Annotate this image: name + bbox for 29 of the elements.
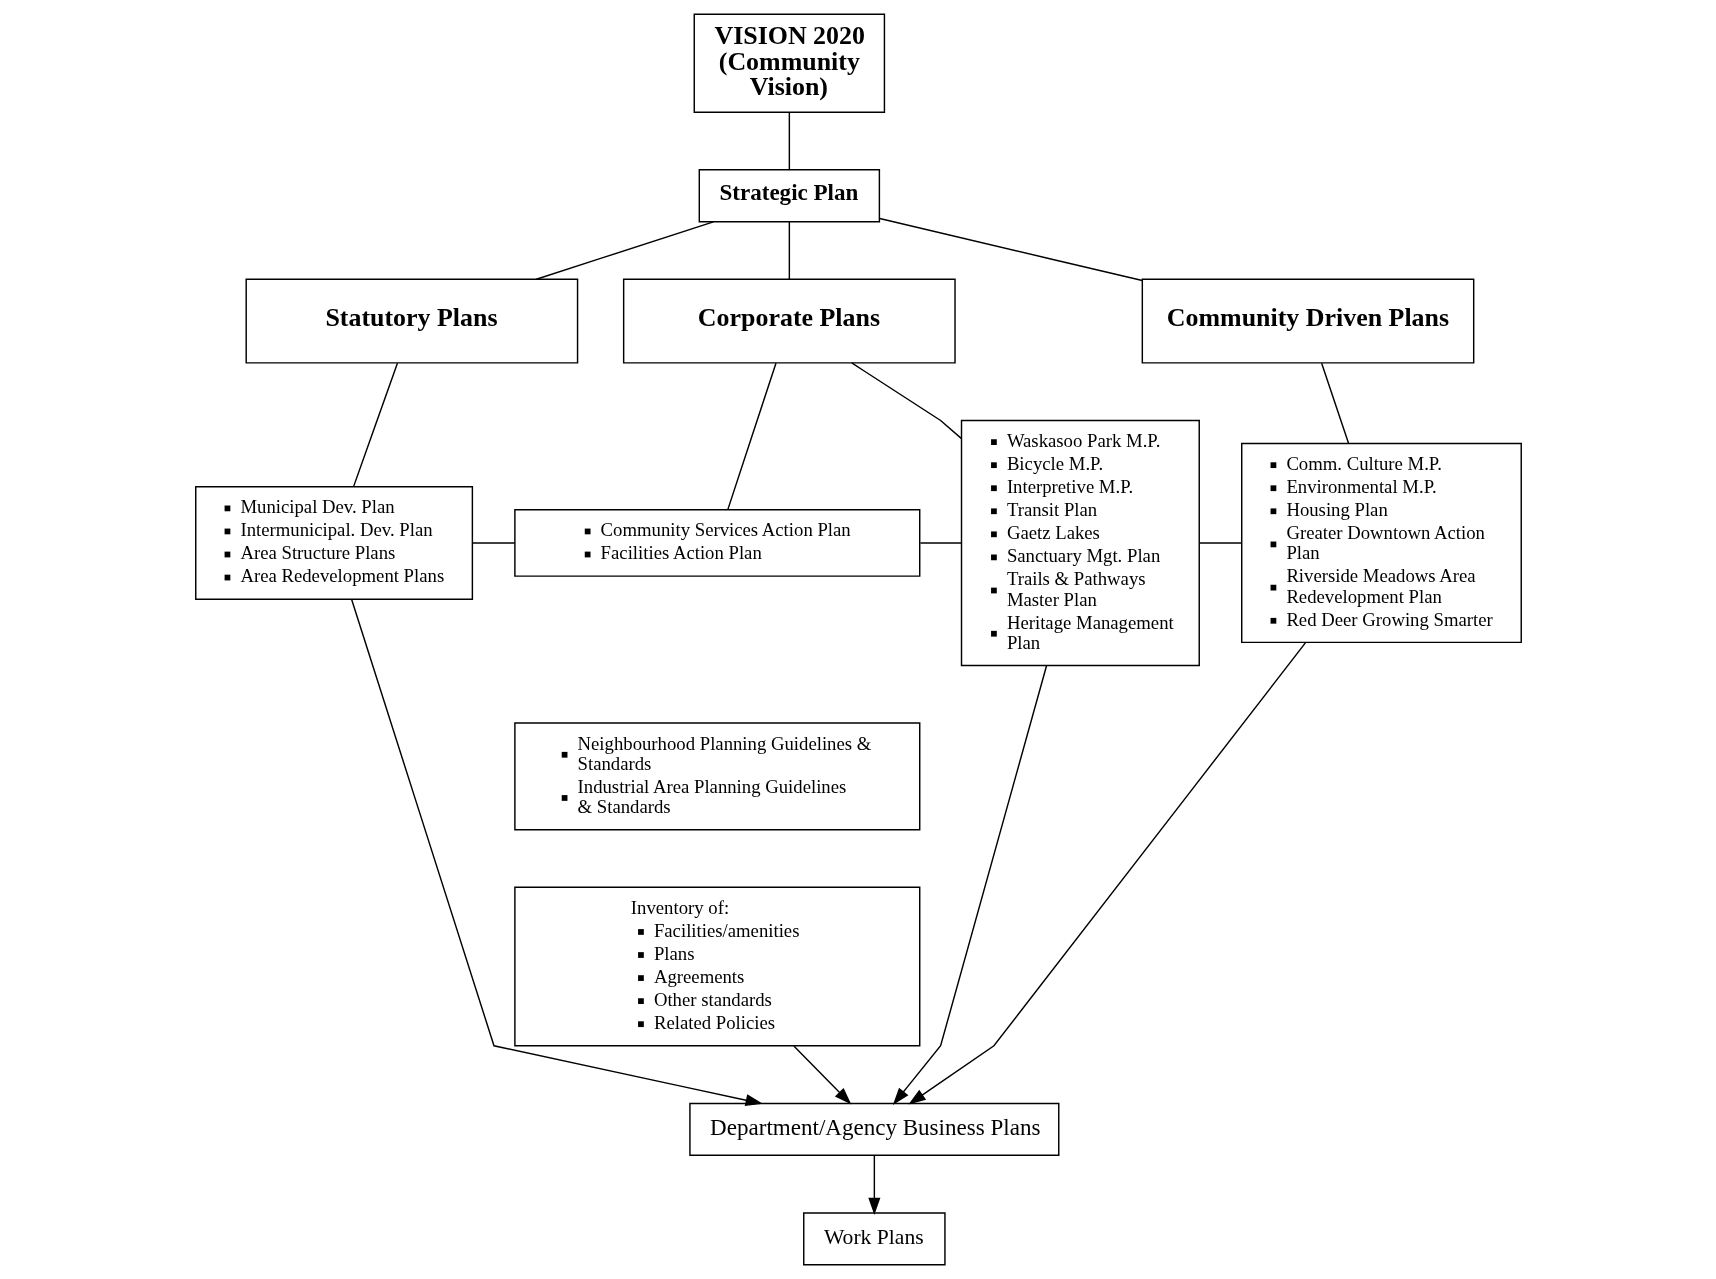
node-box: Department/Agency Business Plans [688,1102,1059,1156]
connector [1320,362,1349,445]
connector [535,221,714,280]
node-box: Corporate Plans [622,278,956,364]
node-box: Work Plans [802,1212,946,1266]
arrow [867,1154,880,1215]
arrow [892,665,1047,1105]
node-box: Municipal Dev. Plan Intermunicipal. Dev. Plan Area Structure Plans Area Redevelopment Plans [194,486,473,600]
arrow [907,642,1306,1105]
node-box: Neighbourhood Planning Guidelines & Standards Industrial Area Planning Guidelines & Standards [513,722,920,831]
node-box: Inventory of: Facilities/amenities Plans Agreements Other standards Related Policies [513,886,920,1047]
arrow [350,598,763,1107]
node-box: Community Services Action Plan Facilities Action Plan [513,509,920,577]
connector [919,542,962,544]
connector [1198,542,1242,544]
node-box: Community Driven Plans [1141,278,1474,364]
node-box: Strategic Plan [698,169,880,223]
node-box: VISION 2020 (Community Vision) [693,13,885,113]
arrow [792,1045,851,1105]
connector [471,542,515,544]
connector [788,111,790,171]
node-box: Waskasoo Park M.P. Bicycle M.P. Interpretive M.P. Transit Plan Gaetz Lakes Sanctuary Mgt. Plan Trails & Pathways Master Plan Heritage Management Plan [960,419,1200,667]
node-box: Comm. Culture M.P. Environmental M.P. Housing Plan Greater Downtown Action Plan Riverside Meadows Area Redevelopment Plan Red Deer Growing Smarter [1240,442,1522,644]
connector [788,221,790,280]
node-box: Statutory Plans [244,278,578,364]
connector [878,217,1143,282]
connector [352,362,398,488]
connector [850,362,962,440]
connector [726,362,777,511]
